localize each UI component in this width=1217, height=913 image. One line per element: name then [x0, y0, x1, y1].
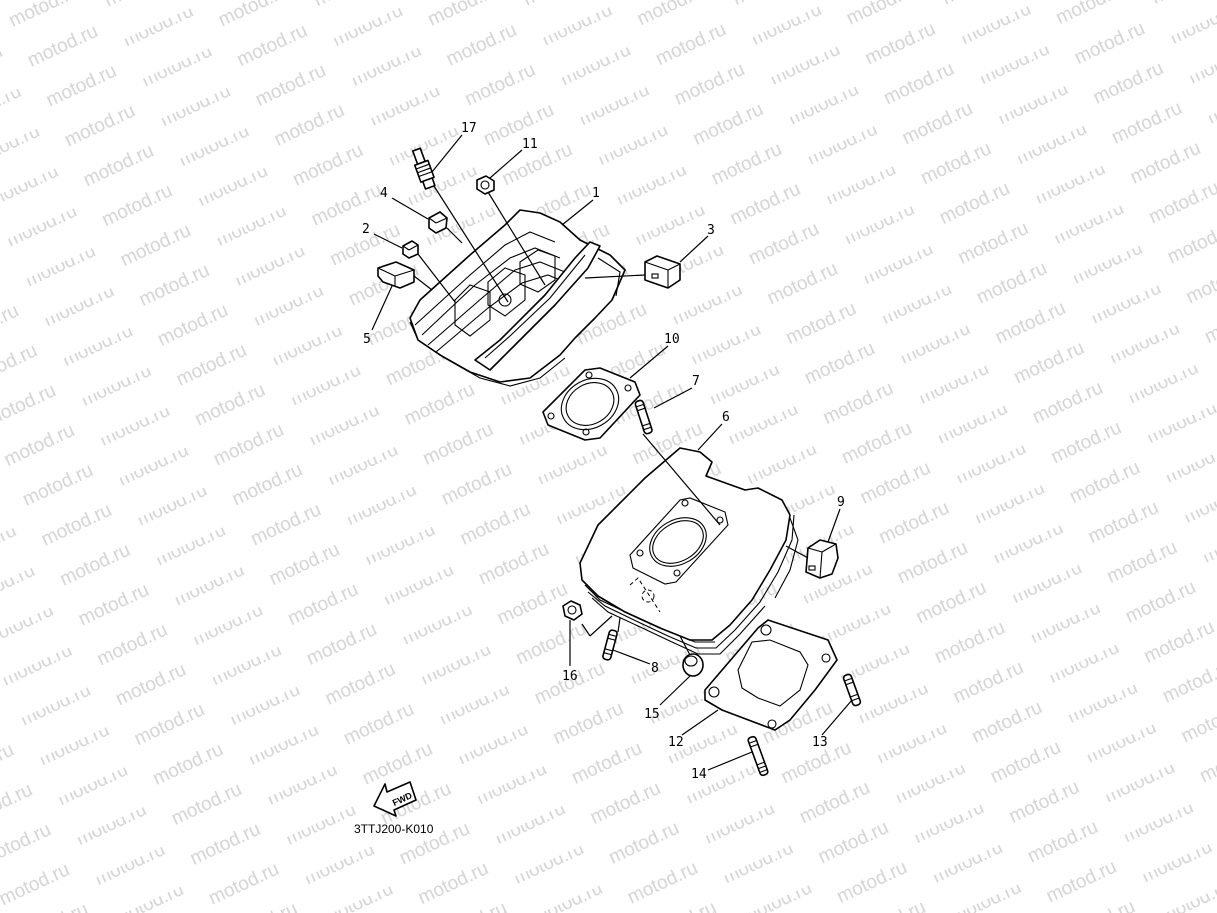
label-11: 11: [522, 137, 538, 152]
label-4: 4: [380, 186, 388, 201]
label-8: 8: [651, 661, 659, 676]
label-16: 16: [562, 669, 578, 684]
base-gasket-12[interactable]: [704, 619, 838, 731]
label-15: 15: [644, 707, 660, 722]
dowel-pin-4[interactable]: [428, 211, 448, 234]
label-12: 12: [668, 735, 684, 750]
dowel-pin-15[interactable]: [682, 653, 704, 677]
label-6: 6: [722, 410, 730, 425]
label-14: 14: [691, 767, 707, 782]
label-10: 10: [664, 332, 680, 347]
label-13: 13: [812, 735, 828, 750]
leader-lines: [371, 134, 853, 771]
label-9: 9: [837, 495, 845, 510]
stud-13[interactable]: [842, 673, 862, 707]
catalog-code: 3TTJ200-K010: [354, 822, 434, 836]
label-5: 5: [363, 332, 371, 347]
damper-rubber-5[interactable]: [377, 261, 415, 289]
part-labels: 17 11 1 4 2 3 5 10 7 6 9 16 8 15 12 13 1…: [362, 121, 845, 782]
cylinder-6[interactable]: [579, 447, 799, 655]
damper-cylinder-9[interactable]: [805, 539, 839, 579]
label-1: 1: [592, 186, 600, 201]
label-2: 2: [362, 222, 370, 237]
dowel-small-2[interactable]: [402, 240, 419, 259]
head-gasket-10[interactable]: [542, 367, 641, 441]
label-7: 7: [692, 374, 700, 389]
cylinder-head[interactable]: [409, 209, 626, 387]
label-3: 3: [707, 223, 715, 238]
stud-14[interactable]: [747, 735, 769, 777]
nut-16[interactable]: [562, 600, 583, 621]
stud-bolt-8[interactable]: [602, 629, 618, 661]
forward-direction-arrow: FWD: [373, 781, 417, 817]
stud-bolt-7[interactable]: [634, 399, 653, 435]
nut-11[interactable]: [476, 175, 495, 195]
damper-block-3[interactable]: [644, 255, 681, 289]
spark-plug[interactable]: [410, 147, 437, 190]
label-17: 17: [461, 121, 477, 136]
